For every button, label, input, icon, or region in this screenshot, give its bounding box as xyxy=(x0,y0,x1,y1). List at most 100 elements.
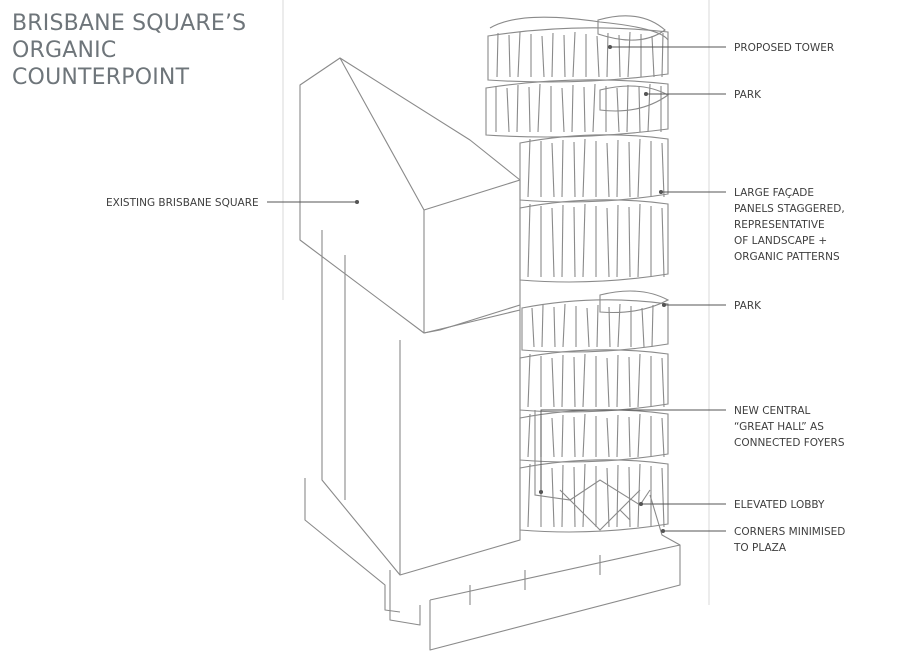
label-line: CONNECTED FOYERS xyxy=(734,437,845,449)
facade-panel-line xyxy=(628,466,631,528)
facade-panel-line xyxy=(616,464,619,528)
facade-panel-line xyxy=(541,35,545,78)
facade-panel-line xyxy=(606,357,610,408)
facade-panel-line xyxy=(561,139,564,198)
tower-drum xyxy=(519,134,669,203)
tower-drum xyxy=(521,299,669,353)
tower-drum xyxy=(519,199,669,283)
facade-panel-line xyxy=(616,139,619,198)
facade-panel-line xyxy=(637,353,641,408)
facade-panel-line xyxy=(617,303,621,348)
facade-panel-line xyxy=(627,31,631,78)
park-mid xyxy=(599,290,670,313)
elevated-lobby xyxy=(559,489,641,531)
facade-panel-line xyxy=(606,207,610,278)
facade-panel-line xyxy=(628,416,631,458)
facade-panel-line xyxy=(596,304,599,348)
tower-drum xyxy=(519,349,669,413)
label-facade-panels: LARGE FAÇADE PANELS STAGGERED, REPRESENT… xyxy=(734,185,845,265)
facade-panel-line xyxy=(563,34,566,78)
label-line: OF LANDSCAPE + xyxy=(734,235,828,247)
title-line: COUNTERPOINT xyxy=(12,65,190,90)
facade-panel-line xyxy=(586,307,590,348)
facade-panel-line xyxy=(641,307,645,348)
tower-drum xyxy=(485,79,669,138)
facade-panel-line xyxy=(561,414,564,458)
facade-panel-line xyxy=(527,463,531,528)
label-line: REPRESENTATIVE xyxy=(734,219,825,231)
facade-panel-line xyxy=(572,31,576,78)
facade-panel-line xyxy=(562,303,566,348)
facade-panel-line xyxy=(661,417,665,458)
facade-panel-line xyxy=(637,413,641,458)
facade-panel-line xyxy=(551,357,555,408)
facade-panel-line xyxy=(628,356,631,408)
facade-panel-line xyxy=(561,87,565,133)
facade-panel-line xyxy=(541,304,544,348)
facade-panel-line xyxy=(661,142,665,198)
facade-panel-line xyxy=(517,31,521,78)
facade-panel-line xyxy=(528,86,531,133)
facade-panel-line xyxy=(573,206,576,278)
facade-panel-line xyxy=(651,304,654,348)
facade-panel-line xyxy=(606,142,610,198)
facade-panel-line xyxy=(596,35,600,78)
facade-panel-line xyxy=(616,87,620,133)
tower-crown xyxy=(489,16,669,41)
facade-panel-line xyxy=(516,84,519,133)
facade-panel-line xyxy=(551,207,555,278)
proposed-tower-sketch xyxy=(485,15,681,546)
park-top xyxy=(599,85,670,112)
label-great-hall: NEW CENTRAL “GREAT HALL” AS CONNECTED FO… xyxy=(734,403,844,451)
diagram-title: BRISBANE SQUARE’S ORGANIC COUNTERPOINT xyxy=(12,10,246,91)
label-line: ORGANIC PATTERNS xyxy=(734,251,840,263)
facade-panel-line xyxy=(616,204,619,278)
facade-panel-line xyxy=(527,203,531,278)
leader-great-hall xyxy=(540,409,726,492)
facade-panel-line xyxy=(638,86,641,133)
roof-ellipse xyxy=(597,15,666,41)
facade-panel-line xyxy=(661,467,665,528)
label-line: CORNERS MINIMISED xyxy=(734,526,846,538)
facade-panel-line xyxy=(606,467,610,528)
facade-panel-line xyxy=(527,138,531,198)
facade-panel-line xyxy=(506,87,510,133)
label-elevated-lobby: ELEVATED LOBBY xyxy=(734,499,825,511)
facade-panel-line xyxy=(571,84,574,133)
facade-panel-line xyxy=(551,32,554,78)
title-line: ORGANIC xyxy=(12,38,117,63)
facade-panel-line xyxy=(582,138,586,198)
facade-panel-line xyxy=(527,413,531,458)
facade-panel-line xyxy=(626,84,629,133)
facade-panel-line xyxy=(582,463,586,528)
label-park-top: PARK xyxy=(734,89,762,101)
facade-panel-line xyxy=(582,413,586,458)
facade-panel-line xyxy=(582,203,586,278)
label-corners-minimised: CORNERS MINIMISED TO PLAZA xyxy=(734,524,845,556)
label-proposed-tower: PROPOSED TOWER xyxy=(734,42,835,54)
label-line: “GREAT HALL” AS xyxy=(734,421,824,433)
facade-panel-line xyxy=(496,32,499,78)
label-line: TO PLAZA xyxy=(734,542,786,554)
facade-panel-line xyxy=(647,83,651,133)
corner xyxy=(649,494,681,546)
label-line: NEW CENTRAL xyxy=(734,405,811,417)
label-line: PANELS STAGGERED, xyxy=(734,203,845,215)
facade-panel-line xyxy=(661,32,664,78)
facade-panel-line xyxy=(583,86,586,133)
existing-building-sketch xyxy=(299,57,681,651)
facade-panel-line xyxy=(608,306,611,348)
title-line: BRISBANE SQUARE’S xyxy=(12,11,247,36)
facade-panel-line xyxy=(592,83,596,133)
facade-panel-line xyxy=(661,357,665,408)
facade-panel-line xyxy=(573,356,576,408)
facade-panel-line xyxy=(616,414,619,458)
label-existing-brisbane-square: EXISTING BRISBANE SQUARE xyxy=(106,197,259,209)
facade-panel-line xyxy=(531,307,535,348)
label-line: LARGE FAÇADE xyxy=(734,187,814,199)
facade-panel-line xyxy=(582,353,586,408)
facade-panel-line xyxy=(628,206,631,278)
facade-panel-line xyxy=(561,464,564,528)
facade-panel-line xyxy=(537,83,541,133)
